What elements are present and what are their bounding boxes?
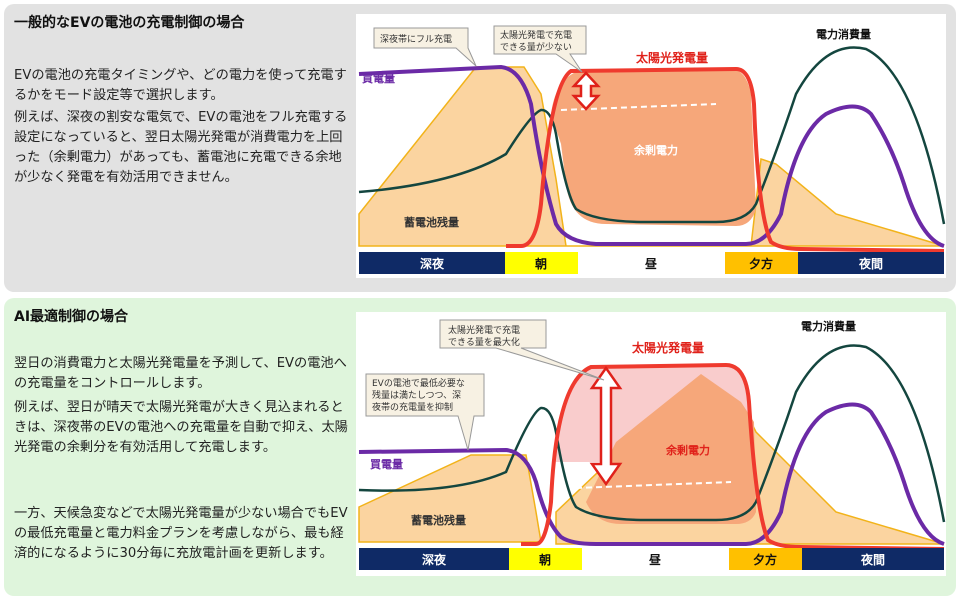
band-label: 深夜: [420, 256, 445, 271]
band-label: 夜間: [858, 256, 883, 271]
callout-top-line: できる量を最大化: [448, 336, 520, 348]
band-evening: [725, 252, 798, 274]
arrow-shape: [571, 71, 601, 111]
label-buy: 買電量: [370, 458, 403, 471]
callout-bubble: [439, 319, 605, 381]
band-day: [578, 252, 725, 274]
label-battery: 蓄電池残量: [411, 513, 466, 527]
label-consumption: 電力消費量: [801, 319, 856, 333]
panel-title: AI最適制御の場合: [14, 309, 129, 325]
paragraph: EVの電池の充電タイミングや、どの電力を使って充電するかをモード設定等で選択しま…: [14, 68, 347, 103]
paragraph: 一方、天候急変などで太陽光発電量が少ない場合でもEVの最低充電量と電力料金プラン…: [14, 506, 348, 561]
band-label: 昼: [644, 256, 658, 271]
consumption-line: [358, 46, 946, 225]
label-solar: 太陽光発電量: [632, 340, 704, 355]
consumption-line: [358, 344, 946, 523]
band-label: 朝: [535, 256, 547, 271]
dashed-line: [575, 481, 732, 489]
arrow-shape: [589, 365, 623, 487]
band-label: 昼: [648, 552, 662, 567]
ai-control-diagram: 太陽光発電で充電 できる量を最大化 EVの電池で最低必要な 残量は満たしつつ、深…: [356, 312, 946, 576]
paragraph: 翌日の消費電力と太陽光発電量を予測して、EVの電池への充電量をコントロールします…: [14, 356, 347, 391]
solar-line: [506, 66, 945, 253]
band-morning: [505, 252, 578, 274]
band-label: 夕方: [753, 552, 777, 567]
paragraph: 例えば、翌日が晴天で太陽光発電が大きく見込まれるときは、深夜帯のEVの電池への充…: [14, 400, 348, 455]
band-night: [359, 548, 509, 570]
callout-left-line: EVの電池で最低必要な: [372, 377, 465, 389]
band-late-night: [798, 252, 944, 274]
paragraph: 例えば、深夜の割安な電気で、EVの電池をフル充電する設定になっていると、翌日太陽…: [14, 110, 348, 185]
callout-left-line: 夜帯の充電量を抑制: [372, 401, 453, 413]
label-buy: 買電量: [362, 72, 395, 85]
callout-top-line: 太陽光発電で充電: [448, 324, 520, 336]
label-surplus: 余剰電力: [665, 443, 710, 457]
band-day: [582, 548, 729, 570]
label-consumption: 電力消費量: [816, 27, 871, 41]
callout-bubble: [493, 25, 587, 73]
callout-left-line: 残量は満たしつつ、深: [372, 389, 461, 401]
general-control-diagram: 深夜帯にフル充電 太陽光発電で充電 できる量が少ない 買電量 電力消費量 太陽光…: [356, 14, 946, 278]
band-late-night: [802, 548, 944, 570]
band-evening: [729, 548, 802, 570]
buy-line: [358, 402, 945, 546]
band-morning: [509, 548, 582, 570]
general-control-panel: 一般的なEVの電池の充電制御の場合 EVの電池の充電タイミングや、どの電力を使っ…: [4, 4, 956, 292]
band-night: [359, 252, 505, 274]
ai-control-panel: AI最適制御の場合 翌日の消費電力と太陽光発電量を予測して、EVの電池への充電量…: [4, 298, 956, 596]
band-label: 朝: [539, 552, 551, 567]
band-label: 夜間: [860, 552, 885, 567]
band-label: 夕方: [749, 256, 773, 271]
callout-bubble: [373, 27, 477, 67]
callout-mid-line: 太陽光発電で充電: [500, 29, 572, 41]
label-solar: 太陽光発電量: [636, 50, 708, 65]
callout-mid-line: できる量が少ない: [500, 41, 572, 53]
diagram-svg: 深夜帯にフル充電 太陽光発電で充電 できる量が少ない 買電量 電力消費量 太陽光…: [358, 25, 946, 274]
band-label: 深夜: [422, 552, 447, 567]
callout-bubble: [365, 373, 485, 451]
label-surplus: 余剰電力: [633, 143, 678, 157]
diagram-svg: 太陽光発電で充電 できる量を最大化 EVの電池で最低必要な 残量は満たしつつ、深…: [358, 319, 946, 570]
time-band-bar: 深夜 朝 昼 夕方 夜間: [359, 252, 944, 274]
label-battery: 蓄電池残量: [404, 215, 459, 229]
panel-title: 一般的なEVの電池の充電制御の場合: [14, 15, 245, 31]
time-band-bar: 深夜 朝 昼 夕方 夜間: [359, 548, 944, 570]
callout-left-text: 深夜帯にフル充電: [380, 33, 452, 45]
solar-line: [521, 362, 945, 551]
buy-line: [358, 64, 945, 248]
